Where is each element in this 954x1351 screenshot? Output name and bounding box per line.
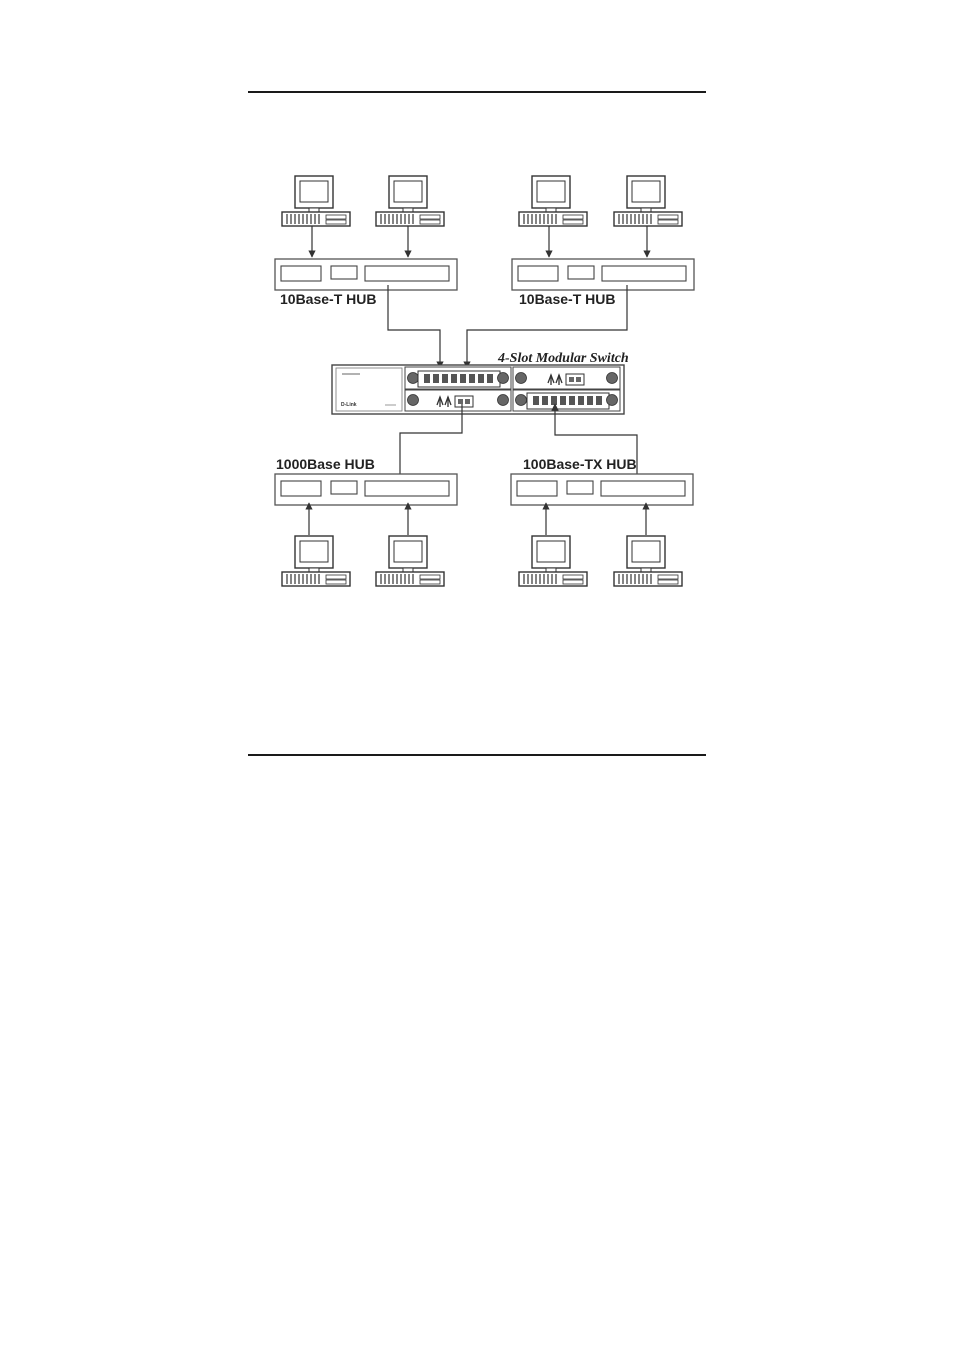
switch-slot-4 xyxy=(515,392,618,410)
pc-3 xyxy=(518,175,588,227)
hub-bottom-left-label: 1000Base HUB xyxy=(276,456,375,472)
pc-4 xyxy=(613,175,683,227)
hub-bottom-left xyxy=(274,473,458,506)
bottom-rule xyxy=(248,754,706,756)
pc-7 xyxy=(518,535,588,587)
pc-2 xyxy=(375,175,445,227)
connection-hub-top-right-switch xyxy=(463,285,628,369)
connection-hub-top-left-switch xyxy=(387,285,444,369)
switch-slot-1 xyxy=(407,370,509,388)
pc-6 xyxy=(375,535,445,587)
pc-5 xyxy=(281,535,351,587)
hub-bottom-right-label: 100Base-TX HUB xyxy=(523,456,637,472)
hub-top-left-label: 10Base-T HUB xyxy=(280,291,376,307)
connection-switch-hub-bottom-left xyxy=(396,404,463,481)
svg-text:D-Link: D-Link xyxy=(341,402,357,408)
modular-switch: D-Link xyxy=(331,364,625,415)
switch-title: 4-Slot Modular Switch xyxy=(497,351,629,366)
pc-1 xyxy=(281,175,351,227)
top-rule xyxy=(248,91,706,93)
connection-switch-hub-bottom-right xyxy=(551,403,638,482)
hub-top-right xyxy=(511,258,695,291)
hub-top-left xyxy=(274,258,458,291)
hub-bottom-right xyxy=(510,473,694,506)
hub-top-right-label: 10Base-T HUB xyxy=(519,291,615,307)
pc-8 xyxy=(613,535,683,587)
